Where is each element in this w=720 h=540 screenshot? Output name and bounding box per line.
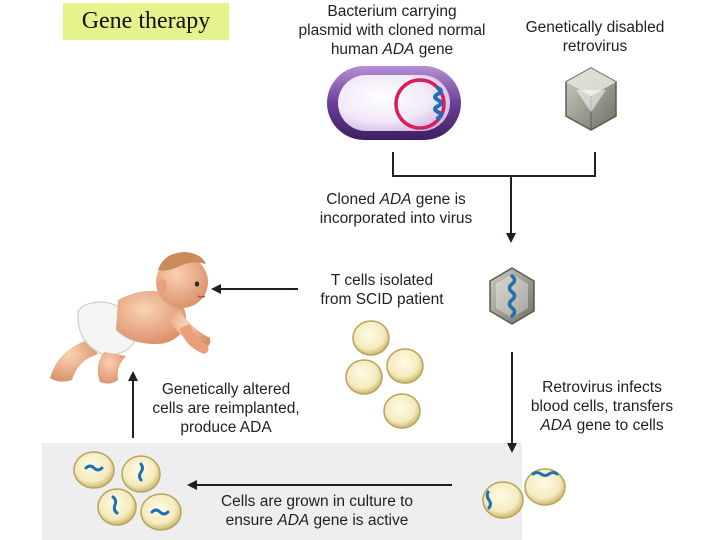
label-t-cells: T cells isolated from SCID patient xyxy=(320,272,444,308)
cell-icon xyxy=(345,320,424,429)
page-title: Gene therapy xyxy=(63,3,229,40)
cell-icon xyxy=(482,468,566,519)
label-cloned-gene: Cloned ADA gene is incorporated into vir… xyxy=(319,191,473,227)
retrovirus-icon xyxy=(565,67,617,131)
label-retrovirus-infects: Retrovirus infects blood cells, transfer… xyxy=(530,379,674,434)
label-grown-culture: Cells are grown in culture to ensure ADA… xyxy=(220,493,414,529)
arrow-icon xyxy=(392,152,596,243)
cell-icon xyxy=(73,451,182,531)
baby-icon xyxy=(50,252,211,384)
plasmid-icon xyxy=(394,78,446,130)
infected-virus-icon xyxy=(489,267,535,325)
label-bacterium: Bacterium carrying plasmid with cloned n… xyxy=(298,3,486,58)
label-reimplanted: Genetically altered cells are reimplante… xyxy=(152,381,300,436)
bacterium-icon xyxy=(327,66,461,140)
label-retrovirus: Genetically disabled retrovirus xyxy=(525,19,665,55)
